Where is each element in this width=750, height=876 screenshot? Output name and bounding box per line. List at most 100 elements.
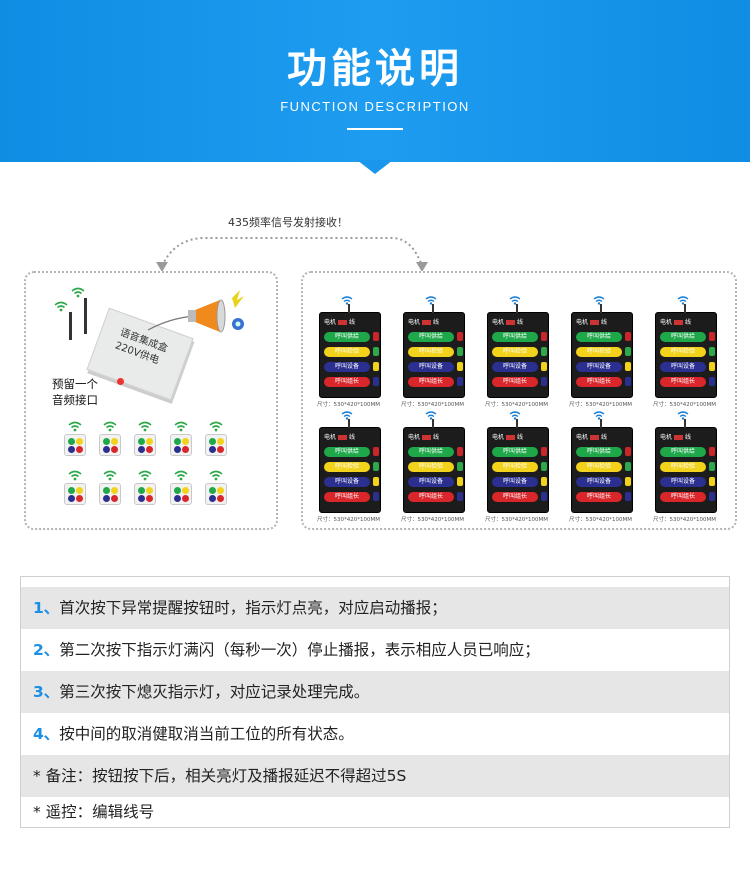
wifi-icon	[67, 466, 83, 485]
indicator-light	[709, 362, 715, 371]
callbox-button: 呼叫设备	[492, 477, 538, 487]
wifi-icon	[424, 290, 438, 309]
wifi-icon	[508, 290, 522, 309]
indicator-light	[457, 447, 463, 456]
callbox-button: 呼叫供给	[492, 447, 538, 457]
indicator-light	[625, 347, 631, 356]
callbox-button: 呼叫设备	[576, 477, 622, 487]
indicator-light	[373, 377, 379, 386]
wifi-icon	[340, 405, 354, 424]
callbox-button: 呼叫检验	[576, 462, 622, 472]
callbox-button: 呼叫检验	[408, 462, 454, 472]
callbox-button: 呼叫组长	[408, 377, 454, 387]
indicator-light	[373, 492, 379, 501]
callbox-button: 呼叫检验	[324, 347, 370, 357]
pager-button	[99, 483, 121, 505]
callbox-size-label: 尺寸：530*420*100MM	[485, 517, 548, 523]
callbox-button: 呼叫设备	[660, 362, 706, 372]
indicator-light	[541, 347, 547, 356]
callbox-button: 呼叫供给	[408, 447, 454, 457]
indicator-light	[625, 477, 631, 486]
wifi-icon	[676, 405, 690, 424]
callbox-button: 呼叫供给	[324, 447, 370, 457]
wifi-icon	[71, 287, 85, 298]
indicator-light	[373, 332, 379, 341]
page-subtitle: FUNCTION DESCRIPTION	[280, 99, 470, 114]
indicator-light	[709, 462, 715, 471]
callbox-button: 呼叫供给	[492, 332, 538, 342]
indicator-light	[373, 347, 379, 356]
callbox-size-label: 尺寸：530*420*100MM	[317, 517, 380, 523]
wifi-icon	[592, 290, 606, 309]
indicator-light	[457, 492, 463, 501]
callbox-title: 电机线	[324, 434, 356, 441]
callbox-title: 电机线	[492, 319, 524, 326]
audio-port-note: 预留一个 音频接口	[52, 377, 98, 407]
call-box-device: 电机线呼叫供给呼叫检验呼叫设备呼叫组长	[403, 419, 465, 513]
call-box-device: 电机线呼叫供给呼叫检验呼叫设备呼叫组长	[655, 419, 717, 513]
callbox-title: 电机线	[492, 434, 524, 441]
list-item: 1、首次按下异常提醒按钮时，指示灯点亮，对应启动播报；	[21, 587, 729, 629]
wifi-icon	[137, 466, 153, 485]
callbox-button: 呼叫设备	[660, 477, 706, 487]
title-underline	[347, 128, 403, 130]
indicator-light	[457, 377, 463, 386]
indicator-light	[709, 332, 715, 341]
pager-button	[205, 483, 227, 505]
indicator-light	[457, 347, 463, 356]
call-box-device: 电机线呼叫供给呼叫检验呼叫设备呼叫组长	[487, 419, 549, 513]
indicator-light	[373, 477, 379, 486]
callbox-size-label: 尺寸：530*420*100MM	[401, 517, 464, 523]
call-box-device: 电机线呼叫供给呼叫检验呼叫设备呼叫组长	[487, 304, 549, 398]
indicator-light	[541, 332, 547, 341]
indicator-light	[457, 332, 463, 341]
callbox-title: 电机线	[576, 434, 608, 441]
callbox-title: 电机线	[576, 319, 608, 326]
banner-arrow-icon	[357, 160, 393, 174]
indicator-light	[709, 377, 715, 386]
callbox-title: 电机线	[660, 434, 692, 441]
callbox-button: 呼叫检验	[408, 347, 454, 357]
wifi-icon	[508, 405, 522, 424]
callbox-size-label: 尺寸：530*420*100MM	[653, 402, 716, 408]
list-item: 2、第二次按下指示灯满闪（每秒一次）停止播报，表示相应人员已响应；	[33, 641, 540, 659]
wifi-icon	[208, 466, 224, 485]
callbox-button: 呼叫设备	[324, 362, 370, 372]
signal-caption: 435频率信号发射接收！	[228, 216, 348, 229]
antenna-icon	[84, 298, 87, 334]
wifi-icon	[102, 466, 118, 485]
callbox-button: 呼叫设备	[408, 477, 454, 487]
speaker-icon	[147, 290, 244, 333]
antenna-icon	[69, 312, 72, 340]
callbox-title: 电机线	[660, 319, 692, 326]
wifi-icon	[137, 417, 153, 436]
callbox-button: 呼叫组长	[492, 492, 538, 502]
callbox-button: 呼叫供给	[576, 332, 622, 342]
callbox-size-label: 尺寸：530*420*100MM	[569, 402, 632, 408]
callbox-button: 呼叫检验	[660, 462, 706, 472]
callbox-button: 呼叫设备	[408, 362, 454, 372]
callbox-button: 呼叫组长	[576, 492, 622, 502]
list-item: 4、按中间的取消健取消当前工位的所有状态。	[33, 725, 354, 743]
callbox-button: 呼叫组长	[576, 377, 622, 387]
indicator-light	[541, 477, 547, 486]
indicator-light	[373, 362, 379, 371]
wifi-icon	[173, 466, 189, 485]
callbox-title: 电机线	[408, 434, 440, 441]
callbox-size-label: 尺寸：530*420*100MM	[485, 402, 548, 408]
callbox-button: 呼叫组长	[660, 377, 706, 387]
indicator-light	[709, 492, 715, 501]
wifi-icon	[67, 417, 83, 436]
list-item: * 备注：按钮按下后，相关亮灯及播报延迟不得超过5S	[21, 755, 729, 797]
indicator-light	[541, 362, 547, 371]
callbox-button: 呼叫组长	[660, 492, 706, 502]
call-box-device: 电机线呼叫供给呼叫检验呼叫设备呼叫组长	[403, 304, 465, 398]
callbox-button: 呼叫供给	[324, 332, 370, 342]
indicator-light	[457, 362, 463, 371]
call-box-device: 电机线呼叫供给呼叫检验呼叫设备呼叫组长	[655, 304, 717, 398]
callbox-size-label: 尺寸：530*420*100MM	[317, 402, 380, 408]
indicator-light	[373, 462, 379, 471]
list-item: * 遥控：编辑线号	[33, 803, 155, 821]
pager-button	[134, 434, 156, 456]
indicator-light	[625, 462, 631, 471]
